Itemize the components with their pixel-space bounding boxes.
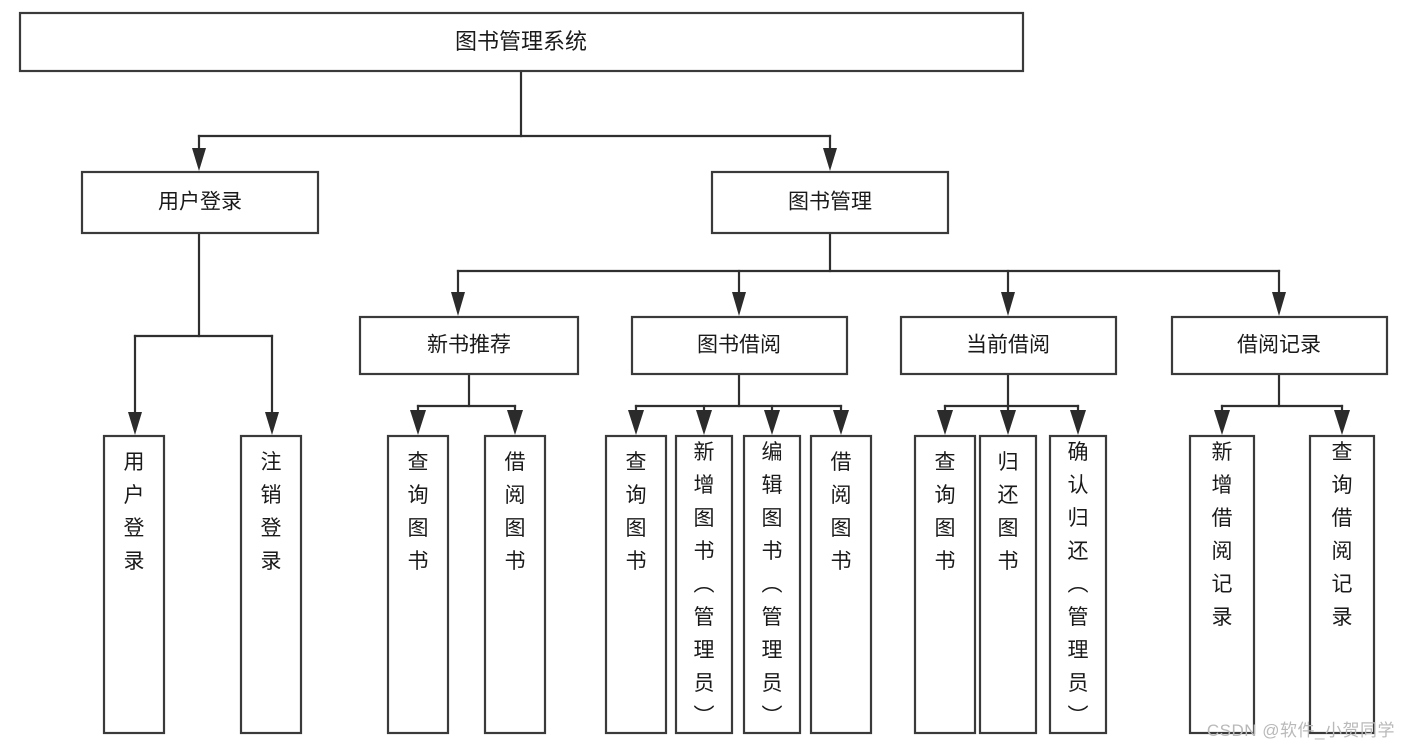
leaf-user-login-box[interactable]	[102, 434, 166, 735]
leaf-add-record-box[interactable]	[1188, 434, 1256, 735]
leaf-return-book-box[interactable]	[978, 434, 1038, 735]
leaf-edit-book-box[interactable]	[742, 434, 802, 735]
node-current-borrow-box[interactable]	[899, 315, 1118, 376]
leaf-query-record[interactable]: 查询借阅记录	[1308, 434, 1376, 735]
leaf-add-record[interactable]: 新增借阅记录	[1188, 434, 1256, 735]
node-root[interactable]: 图书管理系统	[18, 11, 1025, 73]
arrow-book-borrow-leaf3-icon	[764, 410, 780, 435]
node-current-borrow-label: 当前借阅	[966, 334, 1050, 357]
arrow-book-borrow-leaf4-icon	[833, 410, 849, 435]
leaf-user-login[interactable]: 用户登录	[102, 434, 166, 735]
leaf-borrow-book-1-box[interactable]	[483, 434, 547, 735]
leaf-add-book-box[interactable]	[674, 434, 734, 735]
connector-user-login-to-leaves	[128, 231, 279, 435]
leaf-query-book-3[interactable]: 查询图书	[913, 434, 977, 735]
node-current-borrow[interactable]: 当前借阅	[899, 315, 1118, 376]
node-book-manage[interactable]: 图书管理	[710, 170, 950, 235]
arrow-borrow-record-leaf2-icon	[1334, 410, 1350, 435]
node-borrow-record-box[interactable]	[1170, 315, 1389, 376]
leaf-edit-book[interactable]: 编辑图书︵管理员︶	[742, 434, 802, 735]
arrow-to-new-book-icon	[451, 292, 465, 316]
leaf-borrow-book-1[interactable]: 借阅图书	[483, 434, 547, 735]
leaf-confirm-return-label: 确认归还︵管理员︶	[1068, 441, 1089, 728]
arrow-new-book-leaf2-icon	[507, 410, 523, 435]
node-new-book-recommend-box[interactable]	[358, 315, 580, 376]
arrow-book-borrow-leaf2-icon	[696, 410, 712, 435]
connector-book-borrow-to-leaves	[628, 372, 849, 435]
arrow-current-borrow-leaf2-icon	[1000, 410, 1016, 435]
leaf-add-book-label: 新增图书︵管理员︶	[694, 441, 715, 728]
arrow-user-login-leaf1-icon	[128, 412, 142, 435]
connector-borrow-record-to-leaves	[1214, 372, 1350, 435]
arrow-to-borrow-record-icon	[1272, 292, 1286, 316]
leaf-query-book-3-box[interactable]	[913, 434, 977, 735]
node-book-borrow-box[interactable]	[630, 315, 849, 376]
arrow-to-book-manage-icon	[823, 148, 837, 171]
leaf-query-book-1[interactable]: 查询图书	[386, 434, 450, 735]
node-book-manage-box[interactable]	[710, 170, 950, 235]
node-borrow-record-label: 借阅记录	[1237, 334, 1321, 357]
node-user-login-box[interactable]	[80, 170, 320, 235]
arrow-user-login-leaf2-icon	[265, 412, 279, 435]
leaf-query-book-2-label: 查询图书	[626, 451, 647, 573]
arrow-to-user-login-icon	[192, 148, 206, 171]
leaf-user-login-label: 用户登录	[124, 451, 145, 573]
leaf-logout-label: 注销登录	[261, 451, 282, 573]
arrow-to-current-borrow-icon	[1001, 292, 1015, 316]
leaf-borrow-book-2[interactable]: 借阅图书	[809, 434, 873, 735]
node-borrow-record[interactable]: 借阅记录	[1170, 315, 1389, 376]
node-book-borrow-label: 图书借阅	[697, 334, 781, 357]
leaf-query-book-1-label: 查询图书	[408, 451, 429, 573]
leaf-query-book-2[interactable]: 查询图书	[604, 434, 668, 735]
leaf-logout-box[interactable]	[239, 434, 303, 735]
arrow-current-borrow-leaf3-icon	[1070, 410, 1086, 435]
arrow-borrow-record-leaf1-icon	[1214, 410, 1230, 435]
arrow-book-borrow-leaf1-icon	[628, 410, 644, 435]
arrow-current-borrow-leaf1-icon	[937, 410, 953, 435]
node-user-login[interactable]: 用户登录	[80, 170, 320, 235]
node-root-label: 图书管理系统	[455, 29, 587, 54]
leaf-query-book-2-box[interactable]	[604, 434, 668, 735]
leaf-borrow-book-2-box[interactable]	[809, 434, 873, 735]
node-new-book-recommend[interactable]: 新书推荐	[358, 315, 580, 376]
leaf-add-book[interactable]: 新增图书︵管理员︶	[674, 434, 734, 735]
leaf-return-book[interactable]: 归还图书	[978, 434, 1038, 735]
leaf-edit-book-label: 编辑图书︵管理员︶	[762, 441, 783, 728]
node-book-borrow[interactable]: 图书借阅	[630, 315, 849, 376]
leaf-query-book-3-label: 查询图书	[935, 451, 956, 573]
node-new-book-recommend-label: 新书推荐	[427, 334, 511, 357]
leaf-confirm-return-box[interactable]	[1048, 434, 1108, 735]
leaf-query-book-1-box[interactable]	[386, 434, 450, 735]
leaf-borrow-book-2-label: 借阅图书	[831, 451, 852, 573]
leaf-return-book-label: 归还图书	[998, 451, 1019, 573]
connector-new-book-to-leaves	[410, 372, 523, 435]
leaf-query-record-label: 查询借阅记录	[1332, 441, 1353, 629]
arrow-new-book-leaf1-icon	[410, 410, 426, 435]
leaf-borrow-book-1-label: 借阅图书	[505, 451, 526, 573]
node-user-login-label: 用户登录	[158, 191, 242, 214]
connector-book-manage-to-level2	[451, 231, 1286, 316]
connector-current-borrow-to-leaves	[937, 372, 1086, 435]
leaf-add-record-label: 新增借阅记录	[1212, 441, 1233, 629]
leaf-logout[interactable]: 注销登录	[239, 434, 303, 735]
leaf-query-record-box[interactable]	[1308, 434, 1376, 735]
connector-root-to-level1	[192, 69, 837, 171]
leaf-confirm-return[interactable]: 确认归还︵管理员︶	[1048, 434, 1108, 735]
node-root-box[interactable]	[18, 11, 1025, 73]
node-book-manage-label: 图书管理	[788, 191, 872, 214]
arrow-to-book-borrow-icon	[732, 292, 746, 316]
